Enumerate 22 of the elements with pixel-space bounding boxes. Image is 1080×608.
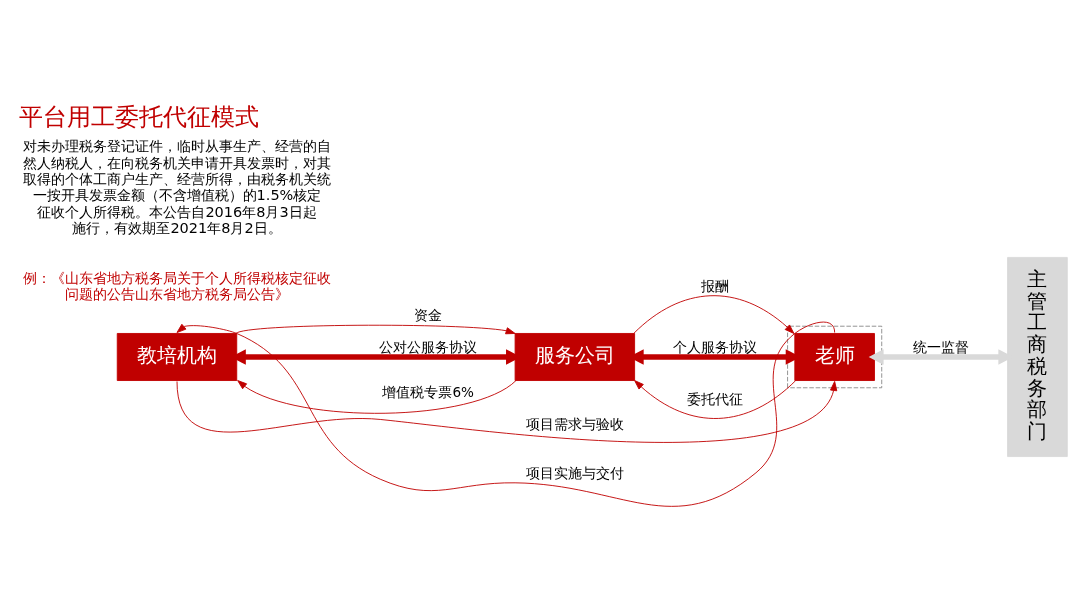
edge-label: 个人服务协议 [672, 338, 757, 355]
edge-label: 增值税专票6% [382, 383, 474, 400]
arrow [176, 380, 838, 443]
node-box: 主管工商税务部门 [1007, 256, 1068, 457]
label: 对未办理税务登记证件，临时从事生产、经营的自然人纳税人，在向税务机关申请开具发票时，对其取得的个体工商户生产、经营所得，由税务机关统一按开具发票金额（不含增值税）的1.5%核定征收个人所得税。本公告自2016年8月3日起施行，有效期至2021年8月2日。 [23, 137, 331, 236]
arrow [633, 294, 795, 334]
edge-label: 项目实施与交付 [525, 464, 624, 481]
arrow [235, 324, 516, 334]
edge-label: 公对公服务协议 [379, 338, 478, 355]
node-box: 服务公司 [514, 332, 636, 381]
edge-label: 统一监督 [913, 338, 970, 355]
node-box: 老师 [794, 332, 875, 381]
diagram-title: 平台用工委托代征模式 [18, 102, 259, 131]
arrow [176, 321, 836, 507]
arrow [237, 379, 517, 414]
edge-label: 项目需求与验收 [525, 415, 624, 432]
arrow [634, 379, 797, 419]
label: 例：《山东省地方税务局关于个人所得税核定征收问题的公告山东省地方税务局公告》 [23, 269, 331, 302]
edge-label: 委托代征 [686, 390, 743, 407]
edge-label: 资金 [414, 306, 443, 323]
edge-label: 报酬 [700, 277, 729, 294]
node-box: 教培机构 [116, 332, 238, 381]
